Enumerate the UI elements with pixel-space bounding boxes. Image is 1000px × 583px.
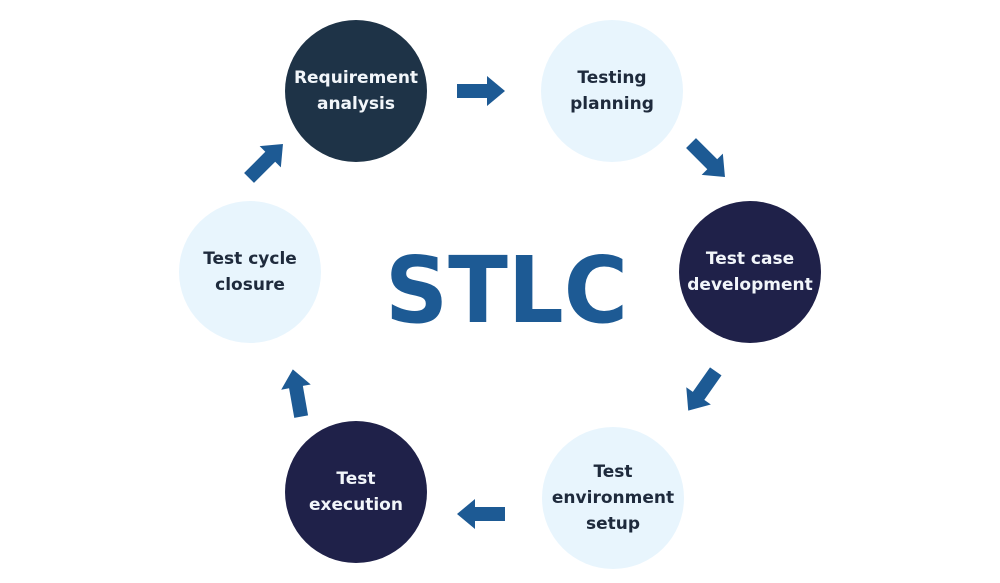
- stage-test-environment-setup: Test environment setup: [542, 427, 684, 569]
- stage-label: Test execution: [309, 469, 403, 515]
- stage-label: Test cycle closure: [203, 249, 297, 295]
- stage-test-cycle-closure: Test cycle closure: [179, 201, 321, 343]
- stage-label: Test environment setup: [551, 462, 675, 534]
- arrow-up-right-icon: [238, 133, 294, 189]
- stage-requirement-analysis: Requirement analysis: [285, 20, 427, 162]
- arrow-up-icon: [278, 366, 316, 420]
- arrow-right-icon: [457, 76, 505, 106]
- arrow-down-left-icon: [675, 362, 729, 420]
- arrow-down-right-icon: [680, 132, 736, 188]
- stage-label: Testing planning: [570, 68, 654, 114]
- stlc-title: STLC: [385, 237, 628, 344]
- stage-test-execution: Test execution: [285, 421, 427, 563]
- stage-label: Requirement analysis: [293, 68, 419, 114]
- stage-label: Test case development: [687, 249, 813, 295]
- arrow-left-icon: [457, 499, 505, 529]
- stage-test-case-development: Test case development: [679, 201, 821, 343]
- stage-testing-planning: Testing planning: [541, 20, 683, 162]
